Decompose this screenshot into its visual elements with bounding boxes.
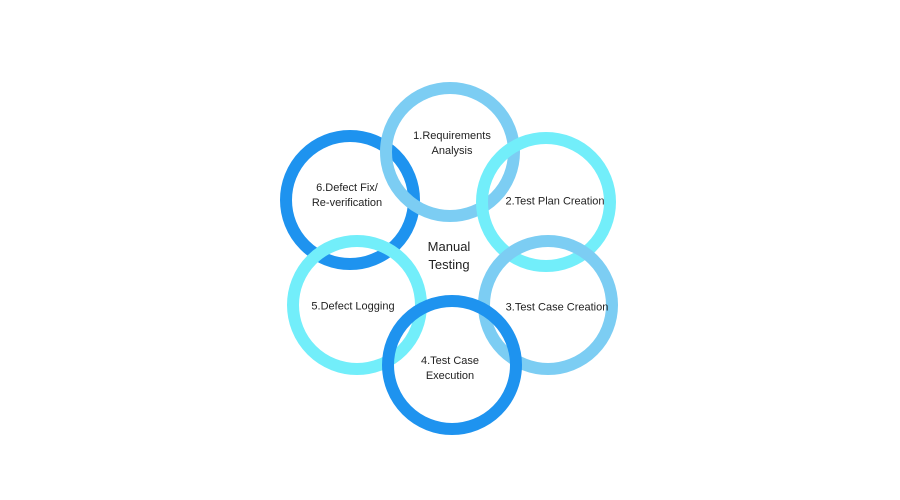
step-6-label: 6.Defect Fix/Re-verification	[312, 181, 382, 211]
step-3-label: 3.Test Case Creation	[506, 301, 609, 316]
step-4-line2: Execution	[425, 370, 475, 382]
step-1-line2: Analysis	[431, 145, 473, 157]
ring-2-test-plan	[476, 132, 616, 272]
ring-4-test-execution	[382, 295, 522, 435]
step-1-line1: 1.Requirements	[413, 130, 491, 142]
step-4-line1: 4.Test Case	[420, 355, 480, 367]
step-2-line1: 2.Test Plan Creation	[505, 195, 605, 208]
step-3-line1: 3.Test Case Creation	[505, 301, 609, 314]
center-line1: Manual	[427, 239, 471, 254]
step-6-line2: Re-verification	[311, 197, 383, 209]
center-line2: Testing	[428, 257, 470, 272]
step-2-label: 2.Test Plan Creation	[505, 195, 604, 210]
step-6-line1: 6.Defect Fix/	[316, 182, 378, 194]
step-5-label: 5.Defect Logging	[311, 300, 394, 315]
step-5-line1: 5.Defect Logging	[311, 300, 395, 313]
